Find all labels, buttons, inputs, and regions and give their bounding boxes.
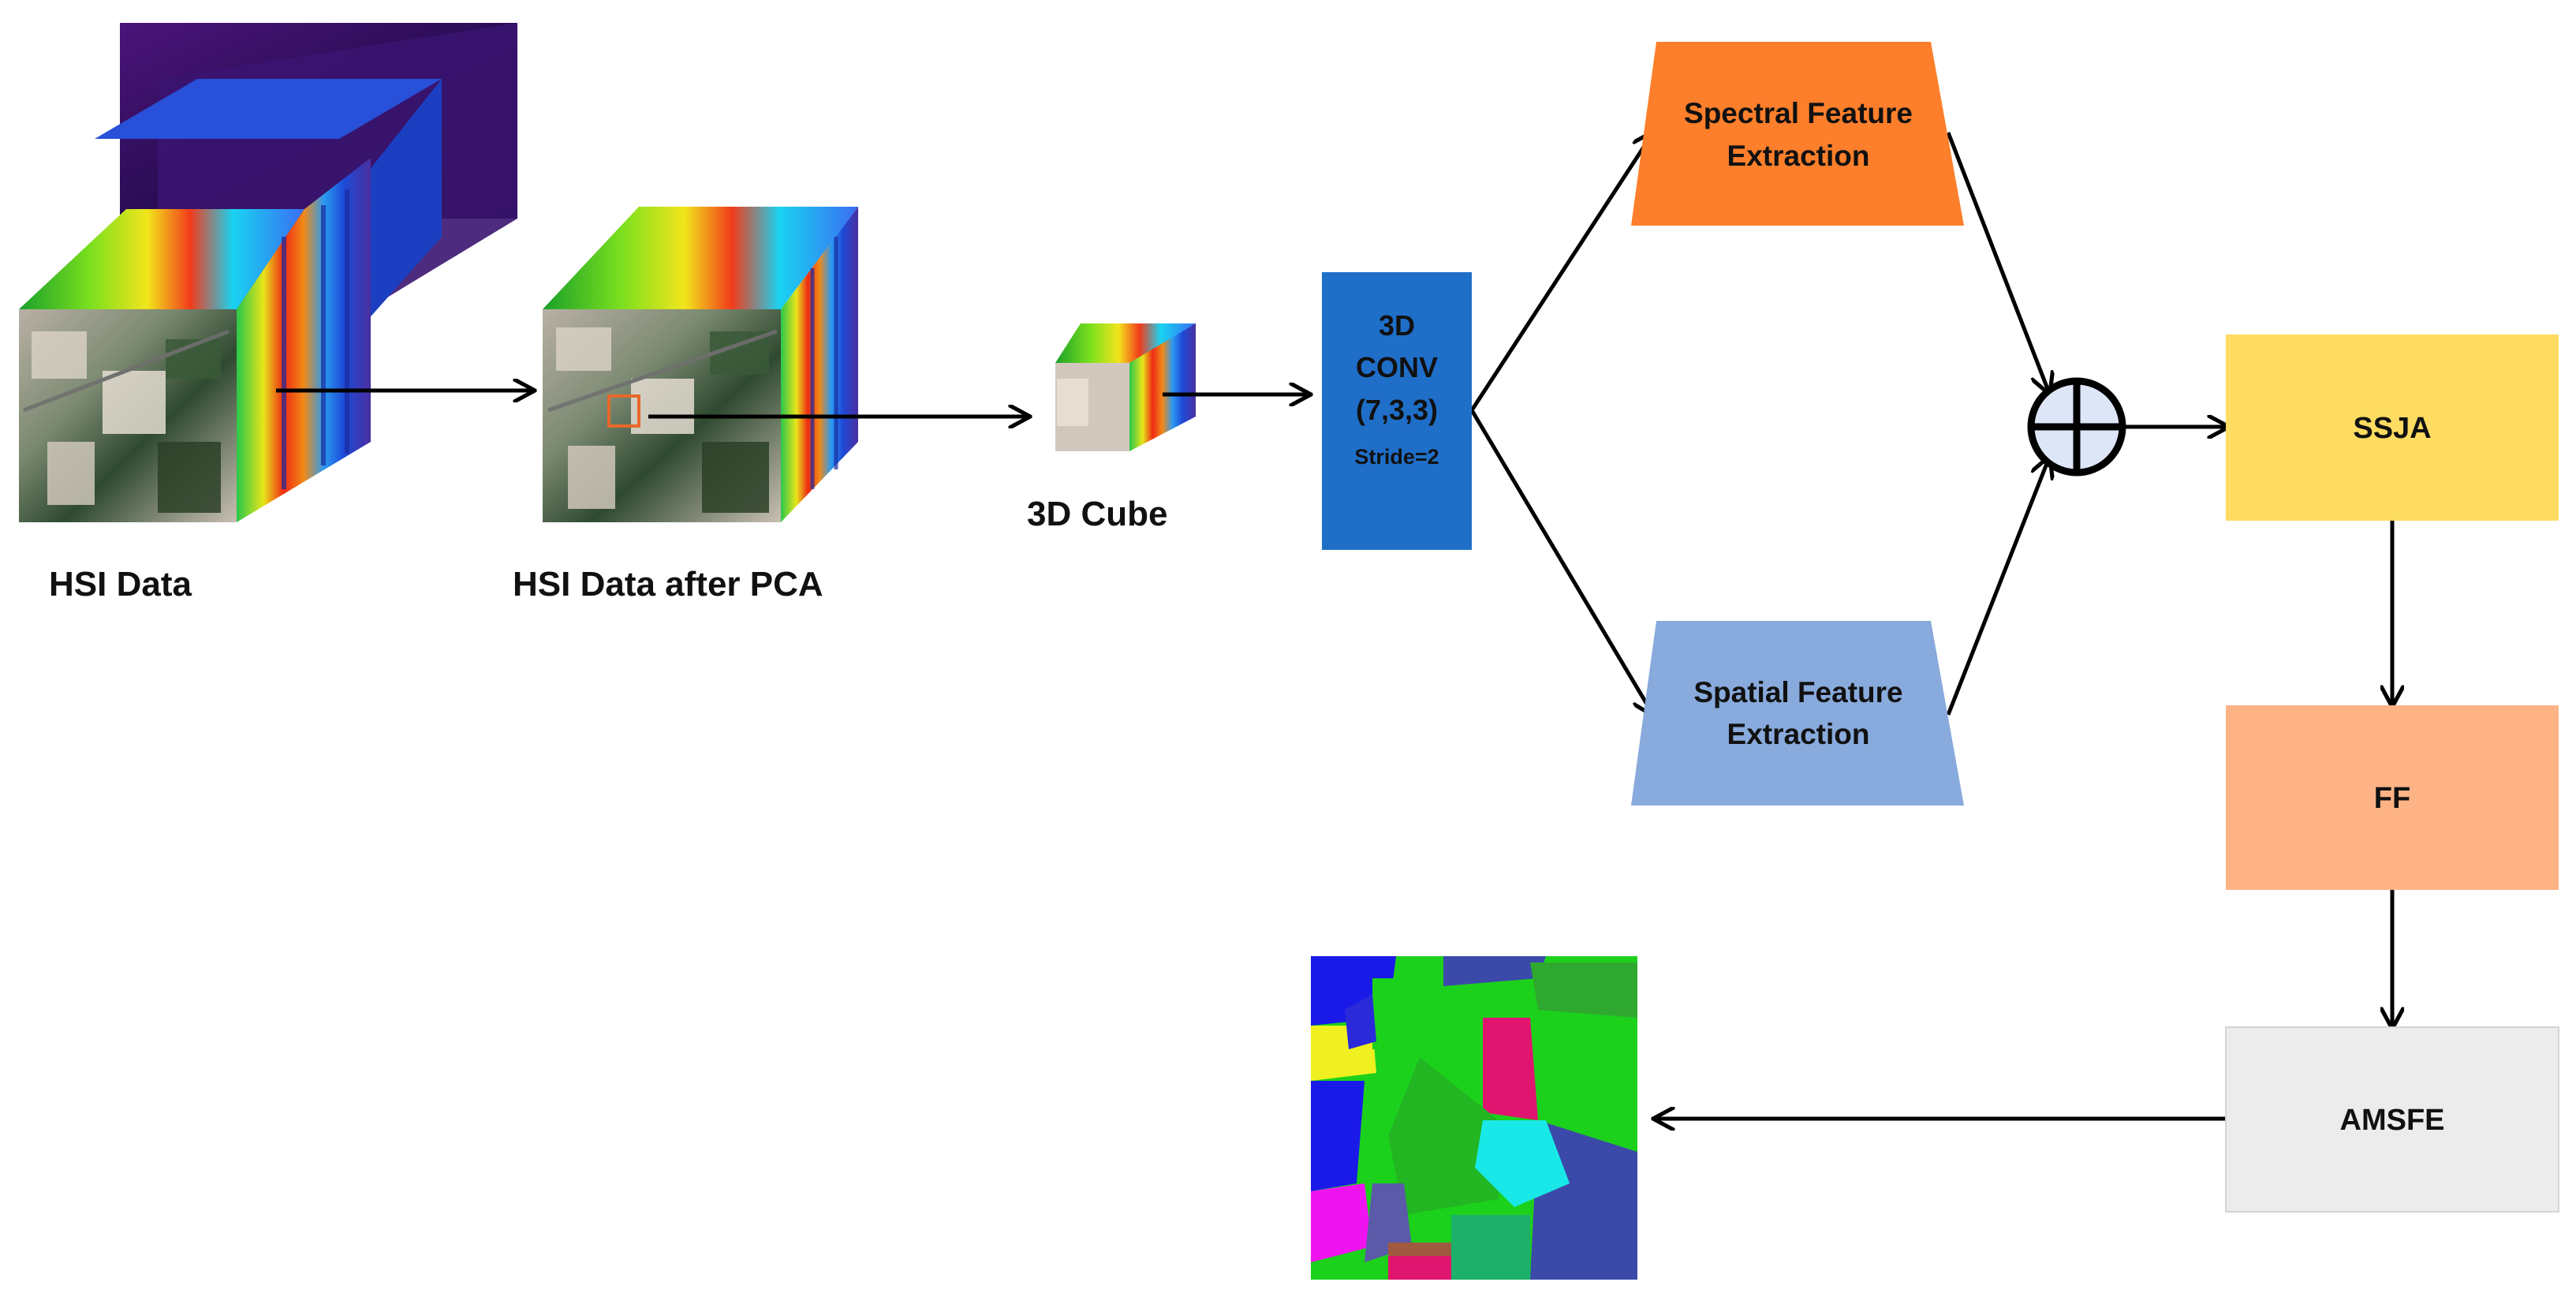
ssja-label: SSJA (2353, 412, 2431, 445)
spatial-label-line2: Extraction (1727, 718, 1870, 750)
spectral-block: Spectral Feature Extraction (1631, 42, 1964, 226)
pca-cube-side-face (781, 207, 858, 522)
cube-patch-texture (1057, 379, 1088, 426)
circled-plus-icon (2027, 377, 2126, 477)
conv-stride-label: Stride=2 (1354, 445, 1439, 469)
hsi-data-label: HSI Data (49, 565, 192, 604)
ff-block: FF (2226, 705, 2559, 890)
hsi-pca-label: HSI Data after PCA (513, 565, 823, 604)
amsfe-box (2225, 1026, 2559, 1213)
pca-cube-front-texture (547, 327, 778, 513)
spectral-label-line2: Extraction (1727, 140, 1870, 172)
pca-cube (543, 207, 858, 522)
arrow-conv-to-spectral (1469, 133, 1653, 412)
flow-arrows (276, 133, 2392, 1119)
pca-patch-marker (607, 394, 640, 428)
ssja-block: SSJA (2226, 335, 2559, 521)
classification-map-icon (1311, 956, 1637, 1280)
arrow-conv-to-spatial (1469, 409, 1653, 715)
spatial-label-line1: Spatial Feature (1693, 676, 1902, 708)
hsi-data-cube (19, 23, 517, 522)
hsi-cube-mid-top (95, 79, 442, 139)
hsi-cube-band-stripes (282, 189, 349, 489)
amsfe-label: AMSFE (2340, 1104, 2445, 1137)
spectral-label-line1: Spectral Feature (1684, 97, 1913, 129)
cube-patch (1055, 323, 1196, 451)
hsi-cube-top-face (19, 209, 304, 309)
arrow-spatial-to-sum (1946, 458, 2049, 716)
ssja-box (2226, 335, 2559, 521)
spatial-trapezoid (1631, 621, 1964, 805)
amsfe-block: AMSFE (2225, 1026, 2559, 1213)
pca-cube-band-stripes (810, 237, 838, 489)
conv-block: 3D CONV (7,3,3) Stride=2 (1322, 272, 1472, 550)
hsi-cube-front-texture (23, 329, 230, 513)
ff-box (2226, 705, 2559, 890)
conv-label-line3: (7,3,3) (1356, 394, 1438, 426)
conv-label-line1: 3D (1379, 309, 1415, 342)
cube-patch-side (1129, 323, 1196, 451)
conv-label-line2: CONV (1356, 351, 1438, 383)
spectral-trapezoid (1631, 42, 1964, 226)
ff-label: FF (2374, 782, 2410, 815)
pca-cube-top-face (543, 207, 858, 309)
arrow-spectral-to-sum (1946, 132, 2049, 393)
spatial-block: Spatial Feature Extraction (1631, 621, 1964, 805)
hsi-cube-side-face (237, 158, 371, 522)
conv-box (1322, 272, 1472, 550)
cube-label: 3D Cube (1027, 495, 1167, 533)
